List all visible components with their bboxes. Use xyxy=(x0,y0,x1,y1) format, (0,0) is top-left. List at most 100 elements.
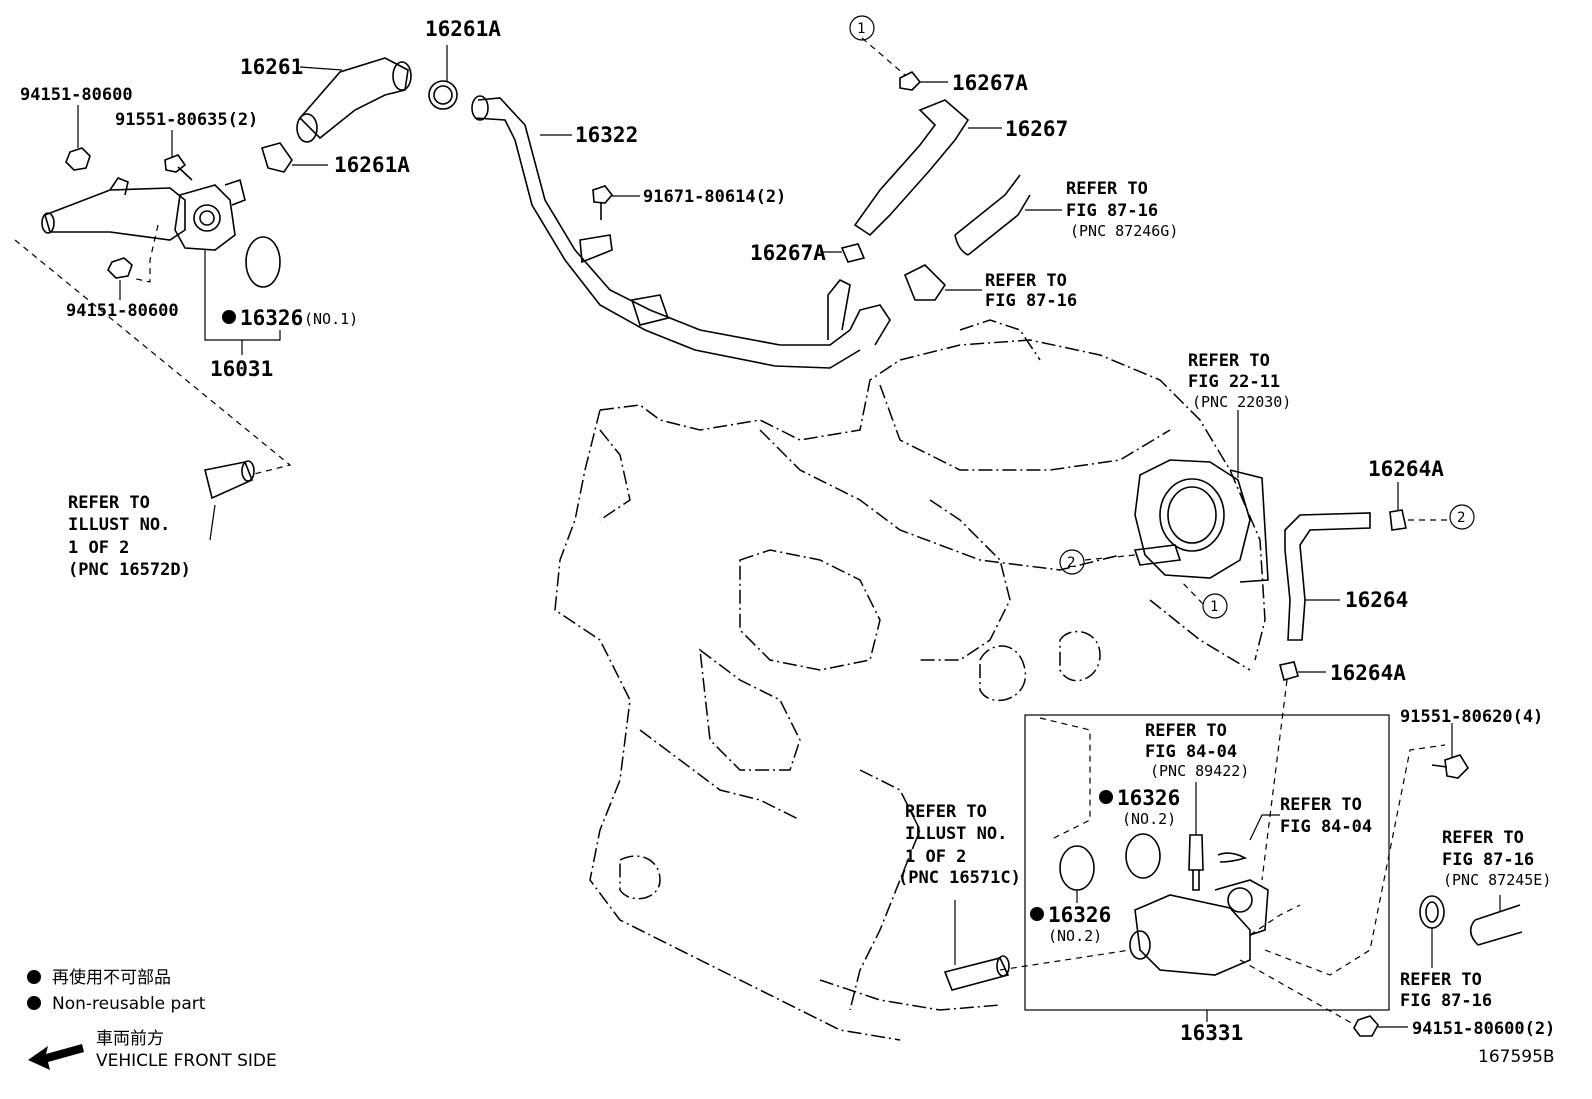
label-94151-mid: 94151-80600 xyxy=(66,301,179,321)
svg-text:REFER TO: REFER TO xyxy=(1066,179,1148,199)
svg-text:REFER TO: REFER TO xyxy=(1442,828,1524,848)
hose-refer-87246G xyxy=(954,174,1062,256)
clip-16264A-bot xyxy=(1261,661,1326,881)
callout-2-right: 2 xyxy=(1457,510,1465,526)
refer-87246G: REFER TO FIG 87-16 (PNC 87246G) xyxy=(1066,179,1178,240)
svg-text:(PNC 87246G): (PNC 87246G) xyxy=(1070,222,1178,240)
label-16261: 16261 xyxy=(240,55,303,79)
clip-16264A-top xyxy=(1389,482,1448,531)
svg-text:(PNC 22030): (PNC 22030) xyxy=(1192,393,1291,411)
svg-text:ILLUST NO.: ILLUST NO. xyxy=(68,515,170,535)
nut-94151-mid xyxy=(107,257,133,300)
label-16326-no2b-note: (NO.2) xyxy=(1048,927,1102,945)
label-16031: 16031 xyxy=(210,357,273,381)
hose-16261 xyxy=(296,57,412,143)
connector-refer-87-16 xyxy=(903,264,982,301)
non-reusable-dot xyxy=(222,310,236,324)
non-reusable-dot xyxy=(1099,790,1113,804)
front-label-en: VEHICLE FRONT SIDE xyxy=(96,1051,277,1071)
label-16322: 16322 xyxy=(575,123,638,147)
label-16261A-mid: 16261A xyxy=(334,153,410,177)
svg-text:REFER TO: REFER TO xyxy=(1188,351,1270,371)
sensor xyxy=(1188,782,1204,891)
hose-refer-16572D xyxy=(204,460,255,541)
label-91551-635: 91551-80635(2) xyxy=(115,110,258,130)
label-16264A-top: 16264A xyxy=(1368,457,1444,481)
label-94151-top: 94151-80600 xyxy=(20,85,133,105)
clip-sensor xyxy=(1217,814,1280,863)
gasket-ring-no2b xyxy=(1125,833,1161,879)
refer-89422: REFER TO FIG 84-04 (PNC 89422) xyxy=(1145,721,1249,780)
svg-text:(PNC 16572D): (PNC 16572D) xyxy=(68,560,191,580)
gasket-ring-no1 xyxy=(245,236,281,288)
callout-1-top: 1 xyxy=(857,21,865,37)
svg-text:FIG 87-16: FIG 87-16 xyxy=(985,291,1077,311)
non-reusable-dot xyxy=(1030,907,1044,921)
legend-en: Non-reusable part xyxy=(52,994,206,1014)
svg-text:(PNC 89422): (PNC 89422) xyxy=(1150,762,1249,780)
refer-84-04: REFER TO FIG 84-04 xyxy=(1280,795,1372,837)
label-16264: 16264 xyxy=(1345,588,1408,612)
callout-circles xyxy=(849,15,1475,619)
label-16326-no2b: 16326 xyxy=(1048,903,1111,927)
svg-text:1 OF 2: 1 OF 2 xyxy=(905,847,966,867)
svg-text:FIG 87-16: FIG 87-16 xyxy=(1400,991,1492,1011)
gasket-ring-no2a xyxy=(1059,845,1095,903)
clamp-16261A-top xyxy=(428,45,458,110)
water-outlet-16031 xyxy=(41,177,246,251)
water-inlet-16331 xyxy=(1129,879,1301,976)
label-91671: 91671-80614(2) xyxy=(643,187,786,207)
svg-text:1 OF 2: 1 OF 2 xyxy=(68,538,129,558)
nut-94151-top xyxy=(65,105,91,171)
water-pipe-16322 xyxy=(471,95,891,369)
hose-refer-16571C xyxy=(943,900,1010,991)
bolt-91551-620 xyxy=(1431,723,1470,779)
label-16261A-top: 16261A xyxy=(425,17,501,41)
svg-text:FIG 87-16: FIG 87-16 xyxy=(1442,850,1534,870)
label-94151-bot: 94151-80600(2) xyxy=(1412,1019,1555,1039)
svg-text:FIG 87-16: FIG 87-16 xyxy=(1066,201,1158,221)
svg-text:REFER TO: REFER TO xyxy=(68,493,150,513)
refer-16571C: REFER TO ILLUST NO. 1 OF 2 (PNC 16571C) xyxy=(898,802,1021,888)
svg-text:ILLUST NO.: ILLUST NO. xyxy=(905,824,1007,844)
hose-refer-87245E xyxy=(1469,895,1523,946)
label-16267A-top: 16267A xyxy=(952,71,1028,95)
bolt-91551-635 xyxy=(164,130,193,181)
label-16326-no2a-note: (NO.2) xyxy=(1122,810,1176,828)
label-16267A-mid: 16267A xyxy=(750,241,826,265)
clip-16267A-top xyxy=(899,70,948,91)
svg-text:REFER TO: REFER TO xyxy=(1145,721,1227,741)
nut-94151-bot xyxy=(1353,1015,1408,1037)
label-91551-620: 91551-80620(4) xyxy=(1400,707,1543,727)
svg-text:FIG 84-04: FIG 84-04 xyxy=(1145,742,1237,762)
svg-text:REFER TO: REFER TO xyxy=(905,802,987,822)
svg-text:FIG 84-04: FIG 84-04 xyxy=(1280,817,1372,837)
hose-16267 xyxy=(853,99,1002,237)
label-16326-no2a: 16326 xyxy=(1117,786,1180,810)
label-16331: 16331 xyxy=(1180,1021,1243,1045)
svg-text:REFER TO: REFER TO xyxy=(1280,795,1362,815)
callout-1-bottom: 1 xyxy=(1210,599,1218,615)
label-16267: 16267 xyxy=(1005,117,1068,141)
label-16264A-bot: 16264A xyxy=(1330,661,1406,685)
clamp-16261A-mid xyxy=(260,142,328,173)
engine-outline xyxy=(554,319,1266,1041)
throttle-body xyxy=(1133,410,1269,583)
svg-text:REFER TO: REFER TO xyxy=(985,271,1067,291)
refer-87-16-a: REFER TO FIG 87-16 xyxy=(985,271,1077,311)
front-arrow-icon xyxy=(28,1044,84,1070)
clamp-refer-87-16 xyxy=(1419,895,1445,968)
label-16326-no1: 16326 xyxy=(240,306,303,330)
refer-22-11: REFER TO FIG 22-11 (PNC 22030) xyxy=(1188,351,1291,411)
front-label-jp: 車両前方 xyxy=(96,1029,164,1049)
label-16326-no1-note: (NO.1) xyxy=(304,310,358,328)
callout-2-left: 2 xyxy=(1067,555,1075,571)
hose-16264 xyxy=(1284,512,1371,641)
clip-16267A-mid xyxy=(820,243,866,263)
svg-text:(PNC 87245E): (PNC 87245E) xyxy=(1443,871,1551,889)
bolt-91671 xyxy=(592,185,640,220)
svg-text:REFER TO: REFER TO xyxy=(1400,970,1482,990)
legend-dot xyxy=(27,970,41,984)
legend-jp: 再使用不可部品 xyxy=(52,967,171,988)
